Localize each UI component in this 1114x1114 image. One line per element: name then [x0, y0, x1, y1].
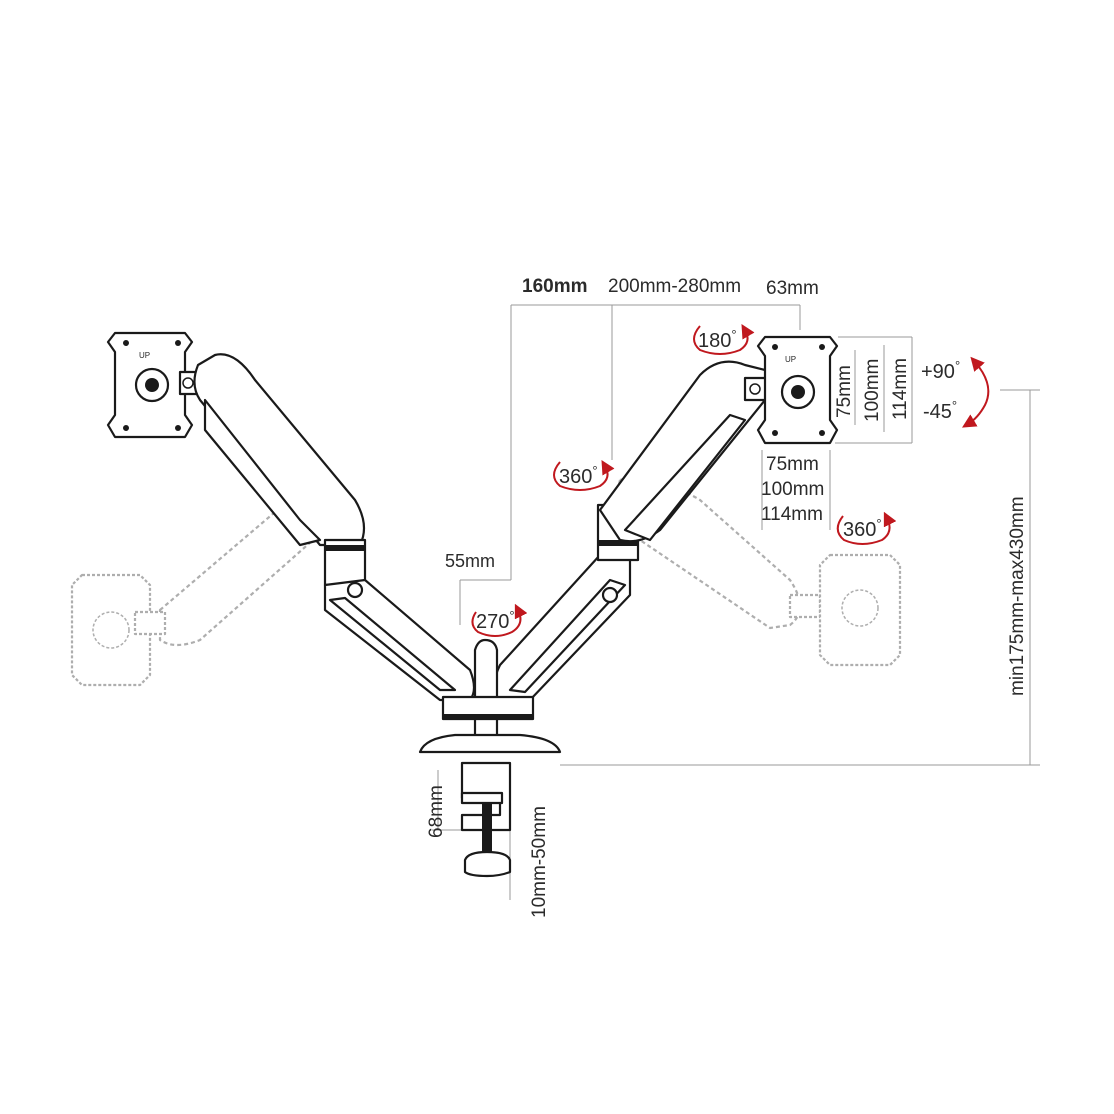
label-clamp-68mm: 68mm — [426, 785, 447, 838]
label-160mm: 160mm — [522, 276, 588, 297]
label-200-280mm: 200mm-280mm — [608, 276, 741, 297]
dimension-lines — [432, 304, 1040, 900]
svg-text:+90°: +90° — [921, 358, 960, 383]
svg-text:180°: 180° — [698, 327, 737, 352]
label-vesa-100-vertical: 100mm — [862, 359, 883, 422]
label-height-range: min175mm-max430mm — [1007, 496, 1028, 696]
rotation-arrows — [471, 323, 990, 637]
label-vesa-75-horizontal: 75mm — [766, 454, 819, 475]
dimension-labels: 160mm 200mm-280mm 63mm 55mm 75mm 100mm 1… — [426, 276, 1028, 918]
label-rot-270: 270 — [476, 611, 509, 633]
label-rot-360-screen: 360 — [843, 519, 876, 541]
svg-text:360°: 360° — [843, 516, 882, 541]
label-vesa-100-horizontal: 100mm — [761, 479, 824, 500]
label-rot-180: 180 — [698, 330, 731, 352]
svg-text:UP: UP — [785, 355, 796, 364]
pole-and-clamp — [418, 638, 562, 878]
svg-text:360°: 360° — [559, 463, 598, 488]
right-vesa-plate: UP — [756, 335, 839, 445]
label-vesa-114-horizontal: 114mm — [761, 504, 823, 525]
svg-text:270°: 270° — [476, 608, 515, 633]
rotation-labels: 270° 360° 180° 360° +90° -45° — [476, 327, 960, 633]
label-clamp-range: 10mm-50mm — [529, 806, 550, 918]
right-arm: UP — [493, 335, 839, 702]
svg-text:UP: UP — [139, 351, 150, 360]
label-tilt-up: +90 — [921, 361, 955, 383]
label-55mm: 55mm — [445, 551, 495, 571]
label-vesa-75-vertical: 75mm — [834, 365, 855, 418]
left-vesa-plate: UP — [106, 331, 194, 439]
svg-text:-45°: -45° — [923, 398, 957, 423]
label-rot-360-arm: 360 — [559, 466, 592, 488]
label-63mm: 63mm — [766, 278, 819, 299]
left-arm: UP — [106, 331, 476, 702]
label-tilt-down: -45 — [923, 401, 952, 423]
label-vesa-114-vertical: 114mm — [890, 358, 911, 420]
